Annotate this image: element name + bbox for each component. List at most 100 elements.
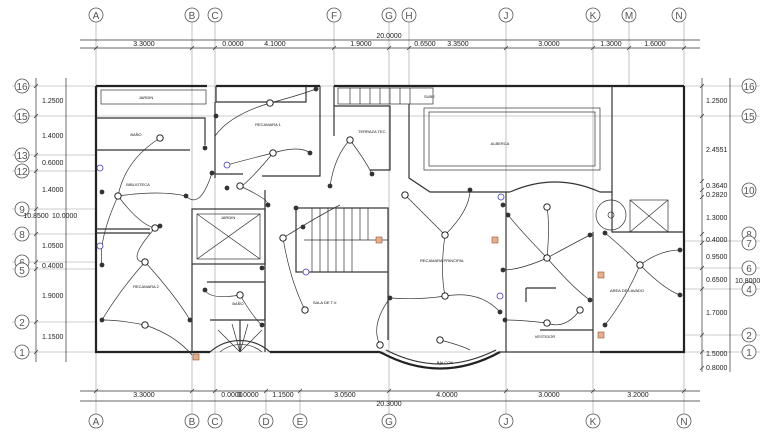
svg-text:5: 5 [19, 266, 25, 277]
svg-text:0.2820: 0.2820 [706, 192, 728, 199]
grid-bubble-7-right: 7 [741, 235, 757, 251]
svg-text:4: 4 [746, 285, 752, 296]
grid-bubble-10-right: 10 [741, 182, 757, 198]
svg-text:A: A [93, 417, 100, 428]
svg-text:1.9000: 1.9000 [350, 41, 372, 48]
grid-bubble-k-bottom: K [585, 413, 601, 429]
svg-text:0.4000: 0.4000 [42, 263, 64, 270]
grid-bubble-2-left: 2 [14, 314, 30, 330]
svg-text:0.6000: 0.6000 [42, 160, 64, 167]
svg-text:16: 16 [16, 82, 28, 93]
svg-text:3.3000: 3.3000 [133, 392, 155, 399]
bottom-dimension-chain: 3.3000 0.0000 0.0000 1.1500 3.0500 4.000… [80, 388, 700, 408]
svg-text:0.0000: 0.0000 [237, 392, 259, 399]
svg-text:7: 7 [746, 239, 752, 250]
grid-bubble-1-right: 1 [741, 344, 757, 360]
grid-bubble-b: B [184, 7, 200, 23]
room-label-sala-tv: SALA DE T.V. [313, 300, 337, 305]
svg-text:A: A [93, 11, 100, 22]
grid-bubbles-left: 16 15 13 12 9 8 6 5 2 1 [14, 78, 30, 360]
svg-text:0.0000: 0.0000 [222, 41, 244, 48]
room-labels: JARDIN RECAMARA 1 BAÑO TERRAZA TEC. ALBE… [126, 94, 644, 365]
svg-text:0.3640: 0.3640 [706, 183, 728, 190]
room-label-jardin-mid: JARDIN [221, 215, 236, 220]
room-label-biblioteca: BIBLIOTECA [126, 182, 150, 187]
grid-bubble-f: F [326, 7, 342, 23]
svg-text:15: 15 [743, 112, 755, 123]
room-label-recamara-principal: RECAMARA PRINCIPAL [420, 258, 465, 263]
svg-text:15: 15 [16, 112, 28, 123]
svg-text:H: H [405, 11, 412, 22]
room-label-vestidor: VESTIDOR [535, 334, 556, 339]
svg-text:1.1500: 1.1500 [272, 392, 294, 399]
grid-bubble-g: G [381, 7, 397, 23]
svg-text:6: 6 [746, 264, 752, 275]
room-label-recamara-1: RECAMARA 1 [255, 122, 282, 127]
grid-bubble-5-left: 5 [14, 262, 30, 278]
grid-bubble-2-right: 2 [741, 327, 757, 343]
svg-text:3.0000: 3.0000 [538, 41, 560, 48]
grid-bubbles-right: 16 15 10 8 7 6 4 2 1 [741, 78, 757, 360]
grid-bubble-16-right: 16 [741, 78, 757, 94]
svg-text:K: K [590, 11, 597, 22]
walls [94, 84, 686, 370]
top-total-dim: 20.0000 [376, 33, 401, 40]
grid-bubble-9-left: 9 [14, 201, 30, 217]
svg-text:J: J [504, 11, 509, 22]
grid-bubble-m: M [621, 7, 637, 23]
grid-bubble-j: J [498, 7, 514, 23]
svg-text:E: E [297, 417, 304, 428]
svg-text:B: B [189, 11, 196, 22]
svg-text:K: K [590, 417, 597, 428]
svg-text:1.3000: 1.3000 [600, 41, 622, 48]
svg-text:3.3000: 3.3000 [133, 41, 155, 48]
svg-text:12: 12 [16, 167, 28, 178]
svg-text:C: C [211, 417, 218, 428]
grid-bubble-n: N [671, 7, 687, 23]
svg-text:0.8000: 0.8000 [706, 365, 728, 372]
grid-bubble-15-left: 15 [14, 108, 30, 124]
svg-text:13: 13 [16, 151, 28, 162]
svg-text:2: 2 [746, 331, 752, 342]
grid-bubble-4-right: 4 [741, 281, 757, 297]
svg-text:3.3500: 3.3500 [447, 41, 469, 48]
svg-text:10: 10 [743, 186, 755, 197]
light-fixtures [114, 99, 644, 349]
svg-text:G: G [385, 11, 393, 22]
grid-bubble-h: H [401, 7, 417, 23]
grid-bubble-j-bottom: J [498, 413, 514, 429]
svg-text:0.6500: 0.6500 [414, 41, 436, 48]
svg-text:1: 1 [19, 348, 25, 359]
svg-text:3.0500: 3.0500 [334, 392, 356, 399]
svg-text:1.0500: 1.0500 [42, 243, 64, 250]
svg-text:0.4000: 0.4000 [706, 237, 728, 244]
svg-text:1: 1 [746, 348, 752, 359]
svg-text:2.4551: 2.4551 [706, 147, 728, 154]
grid-bubbles-top: A B C F G H J K M N [88, 7, 687, 23]
svg-text:1.4000: 1.4000 [42, 187, 64, 194]
svg-text:0.9500: 0.9500 [706, 254, 728, 261]
svg-text:4.0000: 4.0000 [436, 392, 458, 399]
svg-text:3.0000: 3.0000 [538, 392, 560, 399]
grid-bubble-a-bottom: A [88, 413, 104, 429]
svg-text:1.7000: 1.7000 [706, 310, 728, 317]
grid-bubble-6-right: 6 [741, 260, 757, 276]
right-dimension-chain: 1.2500 2.4551 0.3640 0.2820 1.3000 0.400… [699, 78, 760, 372]
svg-text:8: 8 [19, 230, 25, 241]
svg-text:M: M [625, 11, 633, 22]
svg-text:N: N [675, 11, 682, 22]
svg-text:G: G [385, 417, 393, 428]
stair-label: SUBE [424, 94, 435, 99]
svg-text:1.9000: 1.9000 [42, 293, 64, 300]
room-label-bano-1: BAÑO [130, 132, 141, 137]
grid-bubble-c-bottom: C [207, 413, 223, 429]
grid-bubble-8-left: 8 [14, 226, 30, 242]
svg-text:1.5000: 1.5000 [706, 351, 728, 358]
grid-bubble-b-bottom: B [184, 413, 200, 429]
svg-text:J: J [504, 417, 509, 428]
svg-text:1.2500: 1.2500 [706, 98, 728, 105]
left-dimension-chain: 1.2500 1.4000 0.6000 1.4000 10.8500 10.0… [23, 78, 77, 362]
room-label-jardin-top: JARDIN [139, 95, 154, 100]
svg-text:2: 2 [19, 318, 25, 329]
